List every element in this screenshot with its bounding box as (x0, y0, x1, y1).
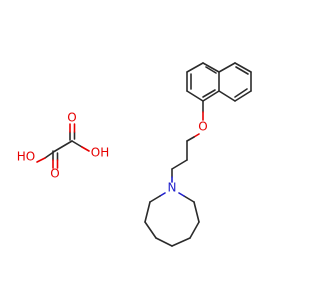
azepane-ring: N (144, 181, 200, 247)
bond-a6 (189, 221, 200, 239)
naphthalene (186, 62, 252, 102)
bond-o-ch2 (186, 136, 195, 142)
bond-n7 (218, 62, 236, 73)
bond-n3 (186, 62, 204, 73)
bond-a8 (183, 195, 195, 203)
bond-n4 (202, 62, 220, 73)
bond-c2-oh-red (81, 146, 90, 152)
bond-a7 (193, 201, 200, 223)
atom-o-top: O (67, 111, 76, 125)
bond-n6-dbl (202, 89, 216, 98)
molecule-diagram: O O HO OH (17, 62, 252, 247)
bond-n11 (218, 90, 236, 102)
bond-c1-c2 (54, 140, 73, 152)
bond-n10 (234, 90, 252, 102)
structure-svg: O O HO OH (17, 62, 252, 247)
bond-n6 (202, 90, 220, 102)
bond-n4-dbl (205, 66, 217, 74)
atom-oh: OH (91, 146, 109, 160)
bond-n8 (234, 62, 252, 73)
atom-ho: HO (17, 150, 35, 164)
bond-a3 (144, 221, 157, 239)
atom-o-ether: O (198, 120, 207, 134)
bond-a1 (149, 195, 161, 203)
oxalic-acid: O O HO OH (17, 111, 109, 181)
bond-a5 (171, 237, 191, 247)
bond-c2-oh (71, 140, 83, 148)
bond-a2 (144, 201, 151, 223)
bond-n1 (186, 90, 204, 102)
bond-ch2-ch2b (171, 159, 188, 170)
atom-o-bottom: O (50, 167, 59, 181)
bond-n8-dbl (235, 66, 249, 75)
propyl-linker: O (171, 100, 208, 183)
atom-n: N (168, 181, 177, 195)
bond-c1-oh-red (36, 157, 46, 163)
bond-a8-blue (178, 192, 185, 197)
bond-a1-blue (159, 192, 166, 197)
bond-a4 (155, 237, 173, 247)
bond-n10-dbl (234, 88, 248, 98)
bond-o-ch2-red (193, 133, 200, 138)
